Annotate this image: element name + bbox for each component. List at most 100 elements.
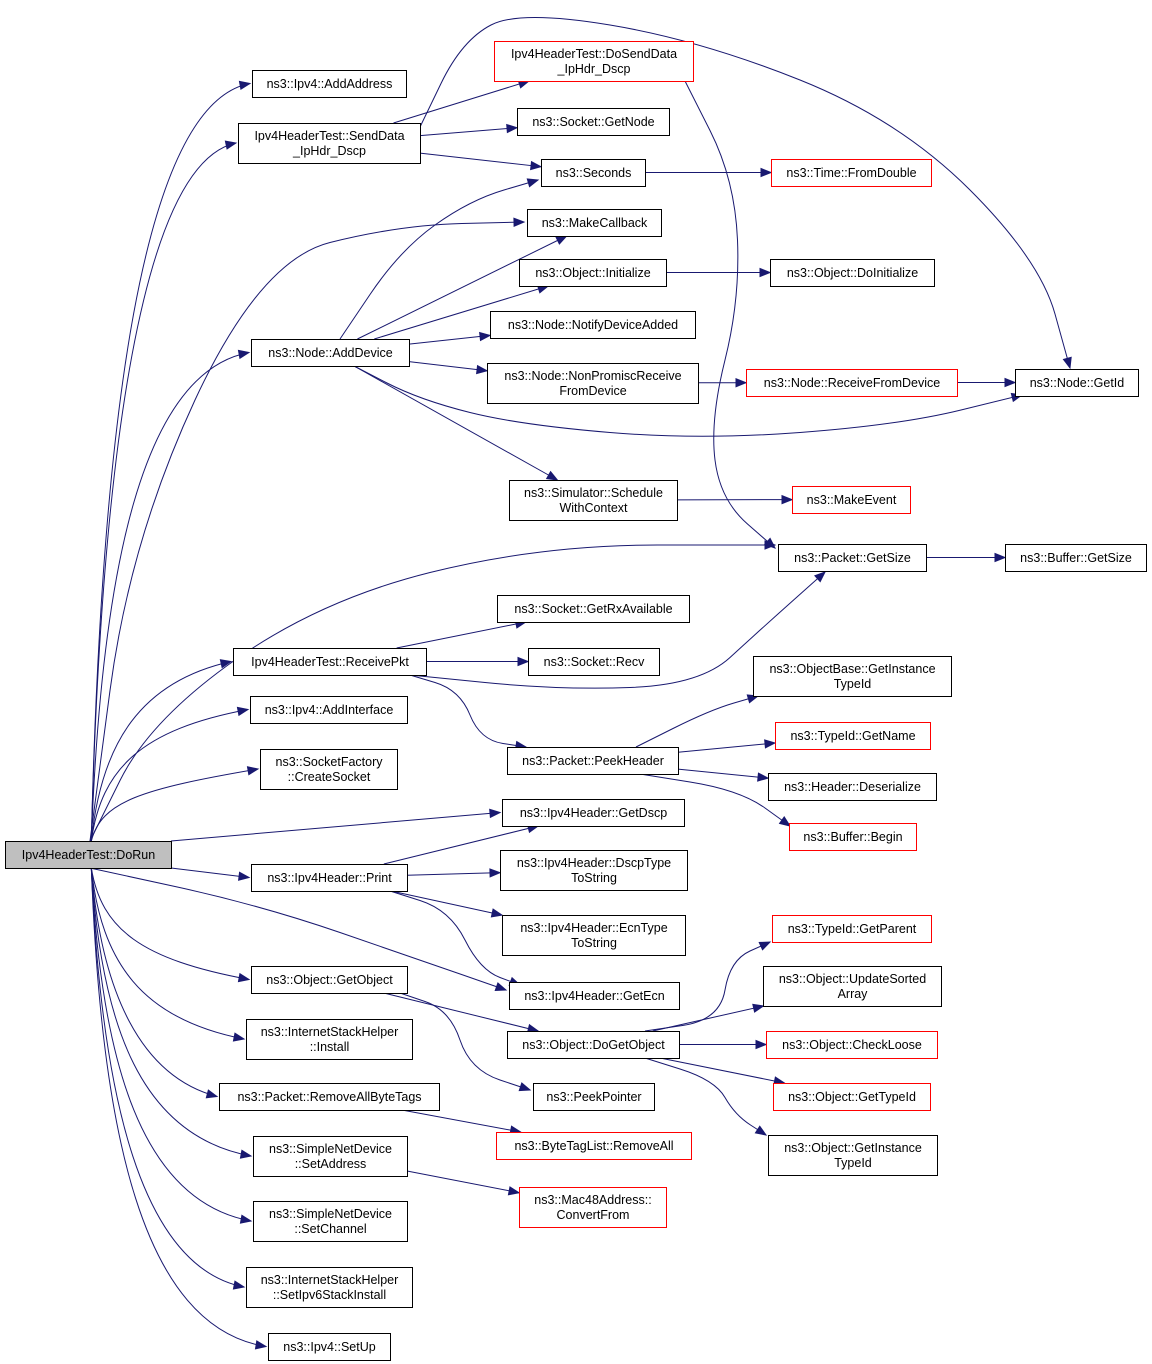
node-typeIdGetName[interactable]: ns3::TypeId::GetName	[775, 722, 931, 750]
call-edge-peekHeader-to-deserialize	[677, 768, 769, 779]
node-setUp[interactable]: ns3::Ipv4::SetUp	[268, 1333, 391, 1361]
arrowhead	[778, 816, 792, 827]
node-convertFrom[interactable]: ns3::Mac48Address::ConvertFrom	[519, 1187, 667, 1228]
call-edge-root-to-setAddress	[90, 867, 252, 1157]
node-label: ::SetIpv6StackInstall	[273, 1288, 386, 1302]
node-makeCallback[interactable]: ns3::MakeCallback	[527, 209, 662, 237]
call-edge-receivePkt-to-getRxAvailable	[396, 621, 526, 649]
node-initialize[interactable]: ns3::Object::Initialize	[519, 259, 667, 287]
arrowhead	[814, 571, 827, 583]
arrowhead	[232, 1280, 246, 1290]
node-label: ns3::Socket::GetNode	[532, 115, 654, 129]
call-edge-sendData-to-doSendData	[393, 80, 530, 124]
node-label: ns3::MakeCallback	[542, 216, 648, 230]
node-label: ns3::Buffer::GetSize	[1020, 551, 1132, 565]
node-box	[517, 108, 670, 136]
call-edge-print-to-ecnTypeToString	[390, 890, 503, 916]
node-bufferGetSize[interactable]: ns3::Buffer::GetSize	[1005, 544, 1147, 572]
node-checkLoose[interactable]: ns3::Object::CheckLoose	[766, 1031, 938, 1059]
node-peekPointer[interactable]: ns3::PeekPointer	[533, 1083, 655, 1111]
node-getParent[interactable]: ns3::TypeId::GetParent	[772, 915, 932, 943]
call-edge-root-to-removeAllByteTags	[90, 867, 218, 1097]
node-setIpv6StackInstall[interactable]: ns3::InternetStackHelper::SetIpv6StackIn…	[246, 1267, 413, 1308]
node-layer: Ipv4HeaderTest::DoRun ns3::Ipv4::AddAddre…	[5, 41, 1147, 1361]
node-label: ns3::Object::GetObject	[266, 973, 393, 987]
node-sendData[interactable]: Ipv4HeaderTest::SendData_IpHdr_Dscp	[238, 123, 421, 164]
node-getRxAvailable[interactable]: ns3::Socket::GetRxAvailable	[497, 595, 690, 623]
arrowhead	[752, 1003, 765, 1013]
node-receiveFromDevice[interactable]: ns3::Node::ReceiveFromDevice	[746, 369, 958, 397]
node-doSendData[interactable]: Ipv4HeaderTest::DoSendData_IpHdr_Dscp	[494, 41, 694, 82]
node-fromDouble[interactable]: ns3::Time::FromDouble	[771, 159, 932, 187]
node-label: ns3::Buffer::Begin	[803, 830, 902, 844]
node-label: ns3::TypeId::GetName	[790, 729, 915, 743]
arrowhead	[224, 140, 238, 150]
node-getId[interactable]: ns3::Node::GetId	[1015, 369, 1139, 397]
node-box	[753, 656, 952, 697]
node-label: TypeId	[834, 1156, 872, 1170]
node-setAddress[interactable]: ns3::SimpleNetDevice::SetAddress	[253, 1136, 408, 1177]
node-recv[interactable]: ns3::Socket::Recv	[528, 648, 660, 676]
node-root[interactable]: Ipv4HeaderTest::DoRun	[5, 841, 172, 869]
node-label: ns3::Object::DoGetObject	[522, 1038, 665, 1052]
call-edge-root-to-setChannel	[90, 867, 252, 1222]
node-installStack[interactable]: ns3::InternetStackHelper::Install	[246, 1019, 413, 1060]
call-edge-root-to-getObject	[90, 867, 250, 980]
arrowhead	[236, 706, 250, 717]
node-label: ns3::Packet::RemoveAllByteTags	[237, 1090, 421, 1104]
node-createSocket[interactable]: ns3::SocketFactory::CreateSocket	[260, 749, 398, 790]
node-notifyDeviceAdded[interactable]: ns3::Node::NotifyDeviceAdded	[490, 311, 696, 339]
node-doGetObject[interactable]: ns3::Object::DoGetObject	[507, 1031, 680, 1059]
node-deserialize[interactable]: ns3::Header::Deserialize	[768, 773, 937, 801]
call-edge-doGetObject-to-updateSortedArray	[652, 1005, 764, 1032]
node-bufferBegin[interactable]: ns3::Buffer::Begin	[789, 823, 917, 851]
node-label: ns3::MakeEvent	[807, 493, 897, 507]
node-makeEvent[interactable]: ns3::MakeEvent	[792, 486, 911, 514]
node-packetGetSize[interactable]: ns3::Packet::GetSize	[778, 544, 927, 572]
node-box	[770, 259, 935, 287]
node-getTypeId[interactable]: ns3::Object::GetTypeId	[773, 1083, 931, 1111]
node-removeAllByteTags[interactable]: ns3::Packet::RemoveAllByteTags	[219, 1083, 440, 1111]
node-print[interactable]: ns3::Ipv4Header::Print	[251, 864, 408, 892]
node-removeAll[interactable]: ns3::ByteTagList::RemoveAll	[496, 1132, 692, 1160]
arrowhead	[1004, 377, 1017, 388]
node-box	[527, 209, 662, 237]
node-getEcn[interactable]: ns3::Ipv4Header::GetEcn	[509, 982, 680, 1010]
node-getNode[interactable]: ns3::Socket::GetNode	[517, 108, 670, 136]
node-addInterface[interactable]: ns3::Ipv4::AddInterface	[250, 696, 408, 724]
node-box	[502, 915, 686, 956]
arrowhead	[526, 178, 540, 188]
node-peekHeader[interactable]: ns3::Packet::PeekHeader	[507, 747, 679, 775]
node-label: ns3::Node::ReceiveFromDevice	[764, 376, 941, 390]
node-setChannel[interactable]: ns3::SimpleNetDevice::SetChannel	[253, 1201, 408, 1242]
node-label: ns3::Seconds	[556, 166, 632, 180]
arrowhead	[758, 941, 772, 951]
node-label: ns3::Ipv4Header::DscpType	[517, 856, 671, 870]
node-label: WithContext	[559, 501, 628, 515]
node-doInitialize[interactable]: ns3::Object::DoInitialize	[770, 259, 935, 287]
node-receivePkt[interactable]: Ipv4HeaderTest::ReceivePkt	[233, 648, 427, 676]
node-label: ns3::Ipv4Header::Print	[267, 871, 392, 885]
node-box	[497, 595, 690, 623]
call-edge-root-to-addAddress	[90, 83, 251, 842]
node-seconds[interactable]: ns3::Seconds	[541, 159, 646, 187]
node-box	[528, 648, 660, 676]
node-addDevice[interactable]: ns3::Node::AddDevice	[251, 339, 410, 367]
arrowhead	[759, 267, 772, 278]
call-edge-root-to-getDscp	[170, 812, 501, 842]
node-box	[778, 544, 927, 572]
node-addAddress[interactable]: ns3::Ipv4::AddAddress	[252, 70, 407, 98]
node-label: Ipv4HeaderTest::SendData	[254, 129, 404, 143]
call-edge-sendData-to-getId	[419, 17, 1071, 369]
node-getObject[interactable]: ns3::Object::GetObject	[251, 966, 408, 994]
arrowhead	[506, 123, 519, 134]
arrowhead	[219, 659, 233, 669]
node-getDscp[interactable]: ns3::Ipv4Header::GetDscp	[502, 799, 685, 827]
